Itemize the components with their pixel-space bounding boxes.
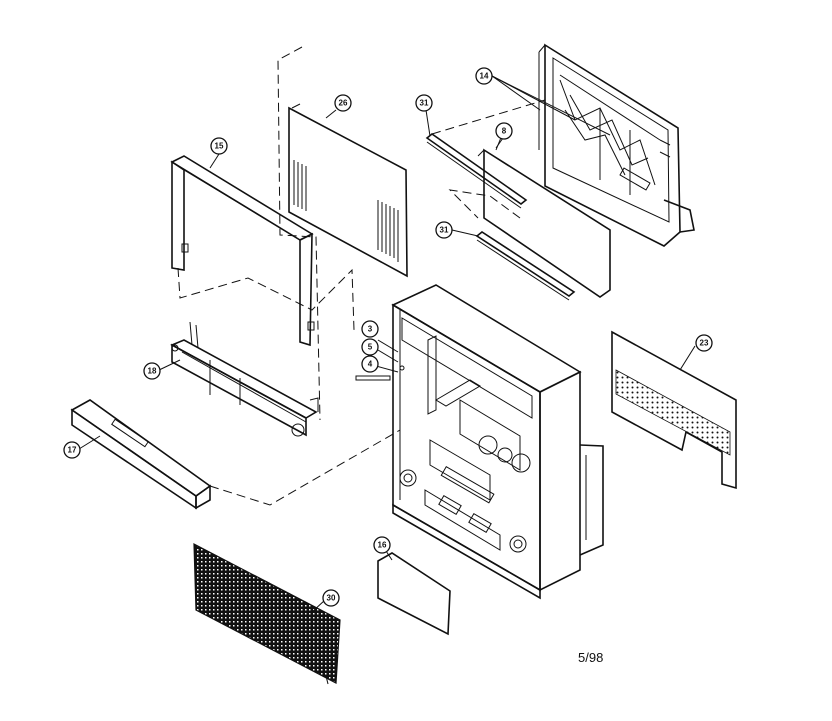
- svg-text:26: 26: [339, 99, 348, 108]
- svg-text:15: 15: [215, 142, 224, 151]
- callout-4: 4: [361, 355, 379, 373]
- callout-8: 8: [495, 122, 513, 140]
- callout-23: 23: [695, 334, 713, 352]
- part-mirror-bracket-top: [425, 109, 528, 209]
- callout-31-bottom: 31: [435, 221, 453, 239]
- callout-31-top: 31: [415, 94, 433, 112]
- svg-text:18: 18: [148, 367, 157, 376]
- callout-18: 18: [143, 362, 161, 380]
- svg-text:31: 31: [440, 226, 449, 235]
- svg-text:3: 3: [368, 325, 373, 334]
- part-lower-frame: [170, 321, 319, 437]
- part-bottom-panel: [377, 552, 451, 636]
- svg-text:4: 4: [368, 360, 373, 369]
- svg-text:5: 5: [368, 343, 373, 352]
- svg-text:23: 23: [700, 339, 709, 348]
- part-fasteners: [355, 339, 405, 381]
- callout-14: 14: [475, 67, 493, 85]
- leader-lines: [78, 109, 696, 613]
- callout-15: 15: [210, 137, 228, 155]
- part-back-panel: [611, 330, 737, 490]
- callout-26: 26: [334, 94, 352, 112]
- date-code: 5/98: [578, 650, 604, 665]
- callout-3: 3: [361, 320, 379, 338]
- part-front-trim: [70, 399, 212, 510]
- svg-text:14: 14: [480, 72, 489, 81]
- svg-text:16: 16: [378, 541, 387, 550]
- part-rear-cover: [288, 103, 408, 278]
- svg-text:30: 30: [327, 594, 336, 603]
- part-cabinet: [391, 284, 604, 600]
- callout-17: 17: [63, 441, 81, 459]
- svg-text:17: 17: [68, 446, 77, 455]
- part-screen-frame: [170, 155, 315, 347]
- svg-text:8: 8: [502, 127, 507, 136]
- callout-16: 16: [373, 536, 391, 554]
- part-speaker-grille: [193, 542, 341, 685]
- svg-text:31: 31: [420, 99, 429, 108]
- part-mirror-bracket-bottom: [451, 229, 576, 301]
- part-mirror-housing: [538, 43, 695, 247]
- callout-30: 30: [322, 589, 340, 607]
- callout-5: 5: [361, 338, 379, 356]
